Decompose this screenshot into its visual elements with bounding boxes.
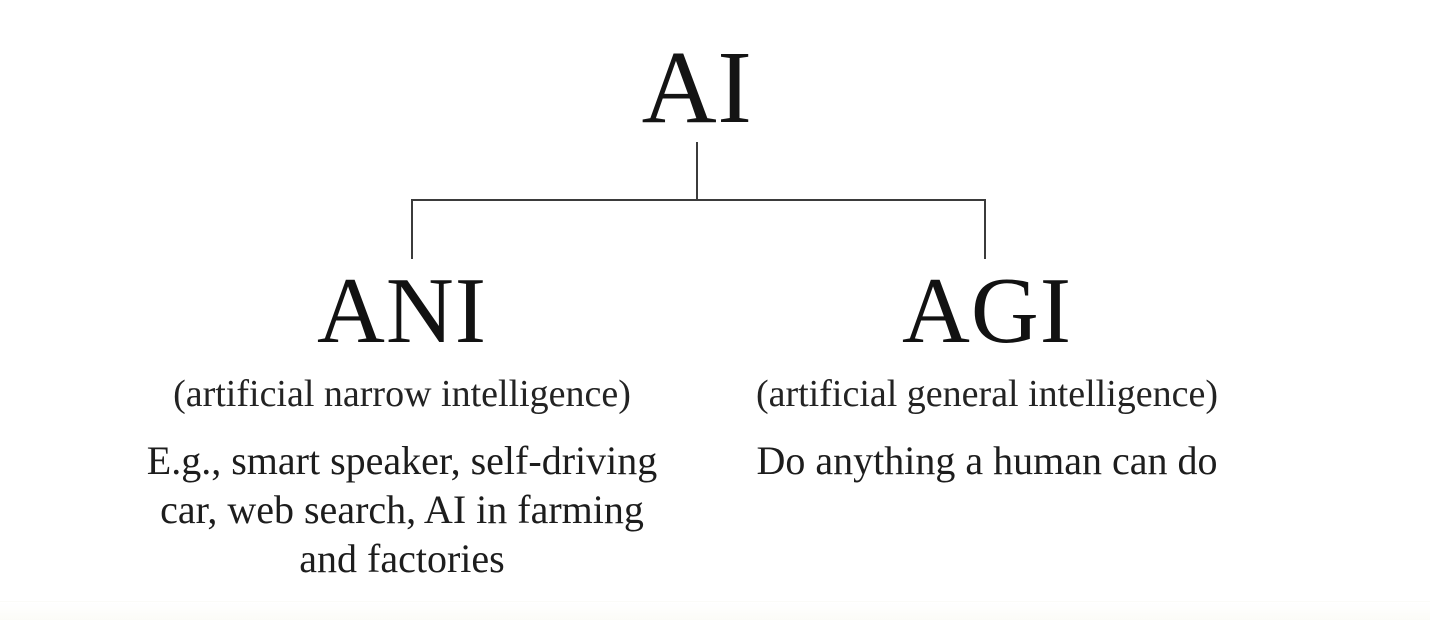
node-agi-title: AGI: [901, 259, 1073, 363]
node-ani-title: ANI: [316, 259, 488, 363]
node-ani-body-line-3: and factories: [299, 536, 505, 581]
bottom-edge-strip: [0, 601, 1430, 620]
node-agi-subtitle: (artificial general intelligence): [755, 373, 1219, 415]
branch-ani: ANI (artificial narrow intelligence) E.g…: [82, 259, 722, 583]
node-ani-body-line-2: car, web search, AI in farming: [160, 487, 644, 532]
node-ani-subtitle: (artificial narrow intelligence): [173, 373, 631, 415]
node-agi-body: Do anything a human can do: [680, 436, 1294, 485]
node-agi-body-line-1: Do anything a human can do: [756, 438, 1218, 483]
node-ani-body-line-1: E.g., smart speaker, self-driving: [146, 438, 658, 483]
node-ani-body: E.g., smart speaker, self-driving car, w…: [82, 436, 722, 583]
branch-agi: AGI (artificial general intelligence) Do…: [680, 259, 1294, 485]
node-ai: AI: [641, 30, 753, 145]
